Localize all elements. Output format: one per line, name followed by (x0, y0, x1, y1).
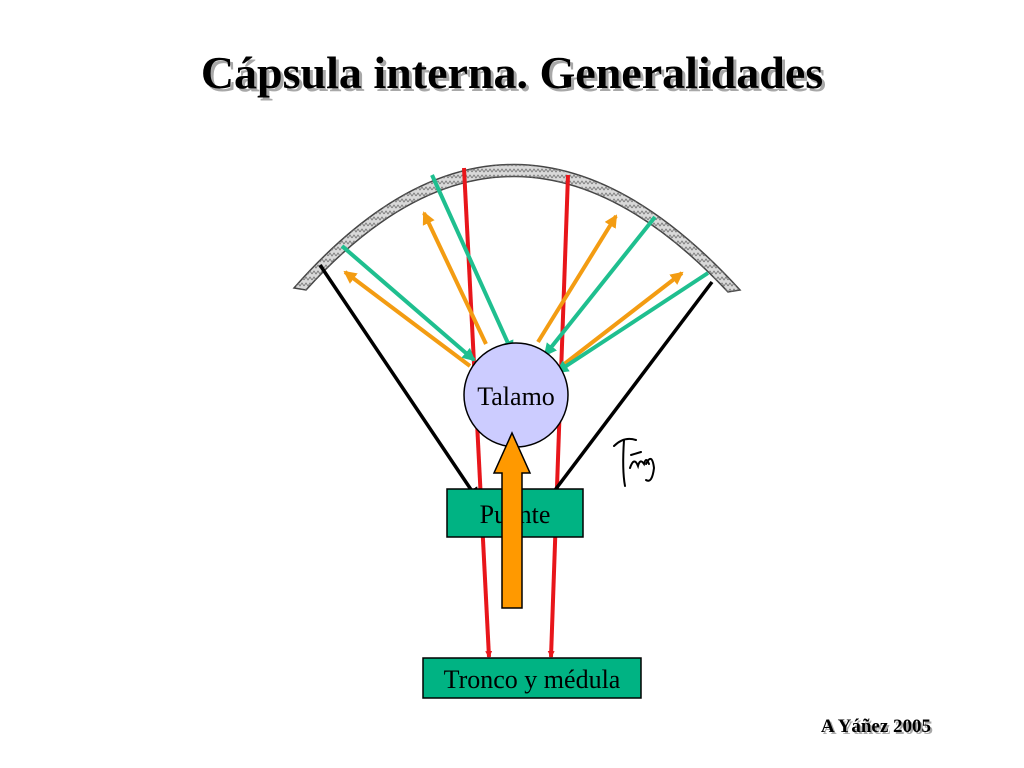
corticothalamic-fiber-3 (543, 215, 657, 357)
tronco-label: Tronco y médula (444, 665, 621, 694)
author-credit: A Yáñez 2005 (820, 716, 931, 737)
corticothalamic-fiber-1 (340, 244, 476, 362)
corticopontine-fiber-left (318, 264, 480, 502)
thalamocortical-fiber-4 (561, 271, 684, 367)
tronco-node: Tronco y médula (422, 657, 642, 699)
thalamocortical-fiber-3 (536, 214, 618, 344)
ascending-arrow (492, 431, 532, 609)
signature-icon (613, 437, 656, 487)
slide-title: Cápsula interna. Generalidades (200, 47, 824, 98)
talamo-label: Talamo (477, 382, 555, 411)
corticopontine-fiber-right (544, 280, 714, 504)
corticothalamic-fiber-2 (430, 174, 514, 354)
talamo-node: Talamo (463, 342, 569, 448)
corticothalamic-fiber-4 (555, 271, 710, 374)
thalamocortical-fiber-1 (343, 270, 472, 368)
thalamocortical-fiber-2 (422, 211, 488, 345)
cortex-arc (292, 163, 742, 293)
